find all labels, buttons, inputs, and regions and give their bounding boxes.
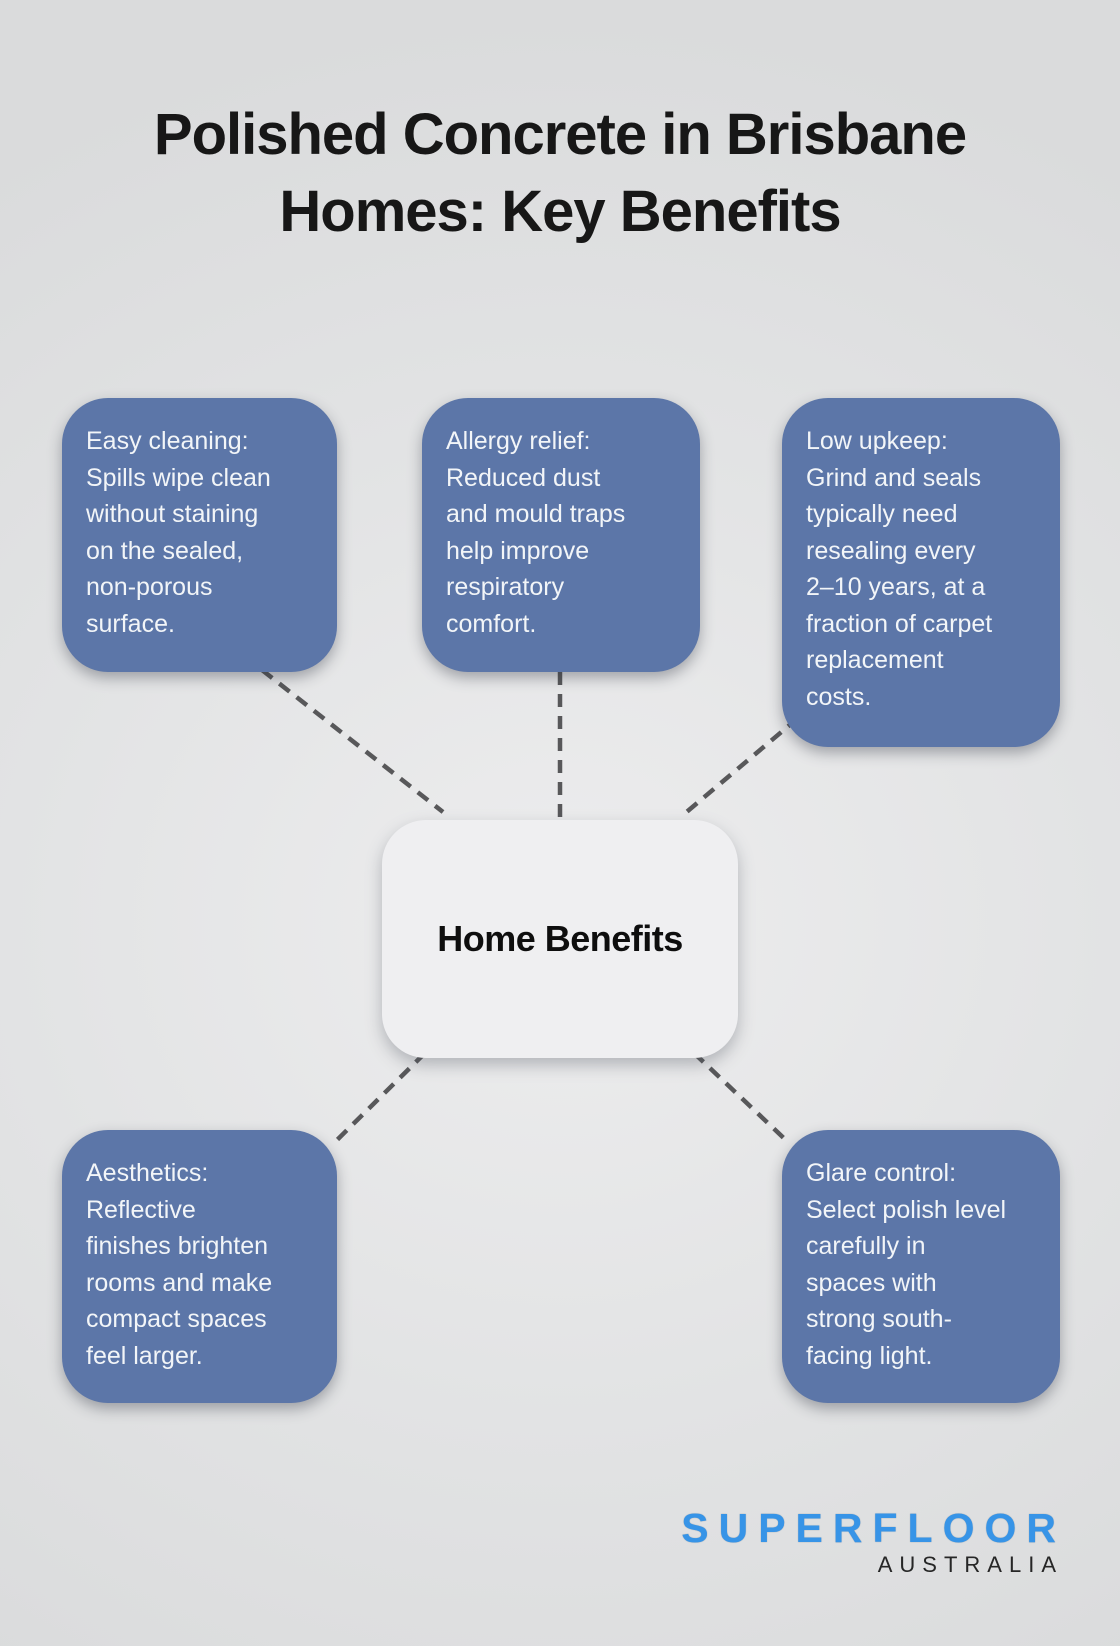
- brand-logo: SUPERFLOOR AUSTRALIA: [681, 1506, 1056, 1578]
- center-node-home-benefits: Home Benefits: [382, 820, 738, 1058]
- brand-name-text: SUPERFLOOR: [681, 1505, 1066, 1551]
- benefit-node-glare-control: Glare control: Select polish level caref…: [782, 1130, 1060, 1403]
- connector-aesthetics: [335, 1051, 427, 1142]
- benefit-node-easy-cleaning: Easy cleaning: Spills wipe clean without…: [62, 398, 337, 672]
- brand-region-text: AUSTRALIA: [877, 1552, 1063, 1577]
- connector-glare-control: [692, 1051, 791, 1145]
- connector-low-upkeep: [681, 716, 800, 817]
- benefit-text-low-upkeep: Low upkeep: Grind and seals typically ne…: [806, 427, 993, 711]
- benefit-text-glare-control: Glare control: Select polish level caref…: [806, 1159, 1007, 1370]
- center-node-label: Home Benefits: [437, 918, 683, 959]
- connector-easy-cleaning: [260, 668, 445, 814]
- benefit-text-easy-cleaning: Easy cleaning: Spills wipe clean without…: [86, 427, 271, 638]
- benefit-node-low-upkeep: Low upkeep: Grind and seals typically ne…: [782, 398, 1060, 747]
- page-title: Polished Concrete in Brisbane Homes: Key…: [153, 102, 967, 244]
- benefit-node-aesthetics: Aesthetics: Reflective finishes brighten…: [62, 1130, 337, 1403]
- benefit-node-allergy-relief: Allergy relief: Reduced dust and mould t…: [422, 398, 700, 672]
- benefit-text-aesthetics: Aesthetics: Reflective finishes brighten…: [86, 1159, 273, 1370]
- benefit-text-allergy-relief: Allergy relief: Reduced dust and mould t…: [446, 427, 626, 638]
